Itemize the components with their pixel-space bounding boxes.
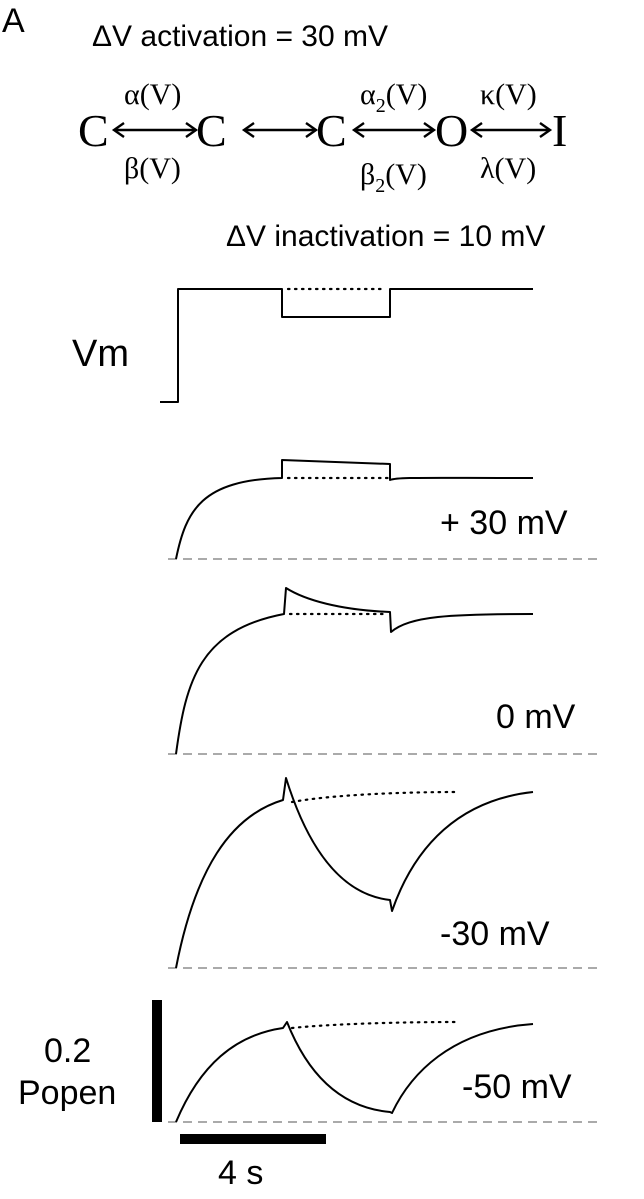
double-arrow-icon-4 (469, 122, 553, 138)
rate-alpha2: α2(V) (360, 78, 427, 117)
inactivation-label: ΔV inactivation = 10 mV (226, 220, 545, 253)
state-closed-3: C (316, 105, 347, 156)
rate-beta2: β2(V) (360, 158, 427, 197)
control-trace-minus30 (290, 790, 460, 804)
voltage-step-trace (160, 288, 533, 403)
rate-lambda: λ(V) (480, 152, 536, 185)
y-scale-bar (152, 1000, 162, 1122)
double-arrow-icon-1 (111, 122, 199, 138)
trace-minus30: -30 mV (168, 777, 600, 969)
trace-minus50: -50 mV (168, 1020, 600, 1123)
rate-kappa: κ(V) (480, 78, 537, 111)
label-minus50: -50 mV (462, 1068, 572, 1106)
state-open: O (435, 105, 468, 156)
voltage-protocol: Vm (72, 287, 533, 403)
rate-beta: β(V) (124, 152, 181, 185)
trace-0: 0 mV (168, 587, 600, 755)
state-closed-1: C (78, 105, 109, 156)
voltage-label: Vm (72, 333, 129, 375)
x-scale-label: 4 s (218, 1154, 263, 1192)
y-scale-value: 0.2 (44, 1032, 91, 1070)
activation-label: ΔV activation = 30 mV (92, 20, 388, 53)
scale-bars: 0.2 Popen 4 s (18, 1000, 326, 1192)
double-arrow-icon-2 (241, 122, 319, 138)
label-0: 0 mV (496, 698, 576, 736)
popen-trace-0 (175, 587, 534, 755)
kinetic-scheme: C C C O I α(V) β(V) α2(V) β2(V) (78, 78, 567, 197)
rate-alpha: α(V) (124, 78, 181, 111)
panel-label: A (2, 2, 25, 40)
double-arrow-icon-3 (351, 122, 437, 138)
trace-plus30: + 30 mV (168, 459, 600, 560)
x-scale-bar (180, 1134, 326, 1144)
state-inactivated: I (552, 105, 567, 156)
state-closed-2: C (196, 105, 227, 156)
popen-trace-plus30 (175, 459, 534, 560)
y-scale-label: Popen (18, 1074, 116, 1112)
popen-trace-minus30 (175, 777, 534, 969)
popen-trace-minus50 (175, 1021, 534, 1123)
control-trace-minus50 (290, 1020, 460, 1030)
label-plus30: + 30 mV (440, 504, 568, 542)
label-minus30: -30 mV (440, 915, 550, 953)
